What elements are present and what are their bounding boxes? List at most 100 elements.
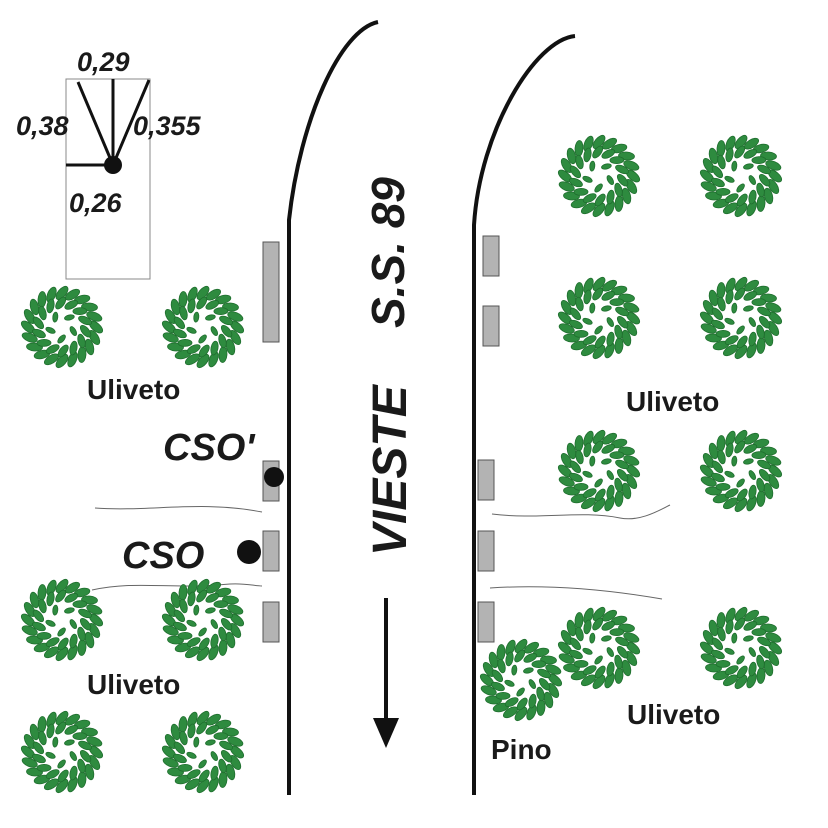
leaf (725, 619, 734, 635)
leaf (574, 282, 584, 299)
leaf (614, 337, 624, 354)
wind-diagram-box (65, 78, 151, 280)
leaf (64, 300, 79, 310)
leaf (725, 442, 734, 458)
leaf (743, 635, 754, 642)
leaf (748, 331, 757, 347)
leaf (734, 145, 746, 159)
leaf (606, 317, 615, 328)
leaf (77, 771, 87, 788)
leaf (601, 635, 612, 642)
leaf (592, 344, 606, 360)
leaf (734, 344, 748, 360)
leaf (205, 314, 216, 321)
leaf (592, 276, 606, 292)
trees (20, 134, 783, 794)
leaf (621, 187, 632, 205)
leaf (625, 320, 638, 337)
leaf (32, 316, 45, 330)
leaf (198, 769, 210, 783)
leaf (743, 305, 754, 312)
leaf (69, 765, 78, 781)
leaf (616, 468, 629, 482)
leaf (734, 674, 748, 690)
leaf (623, 160, 640, 171)
point-cso-label: CSO (122, 535, 204, 577)
olive-tree (557, 134, 641, 218)
leaf (736, 665, 748, 679)
leaf (763, 187, 774, 205)
leaf (717, 154, 726, 170)
leaf (734, 287, 746, 301)
leaf (29, 723, 40, 741)
leaf (623, 455, 640, 466)
leaf (582, 647, 593, 655)
leaf (52, 604, 59, 616)
leaf (724, 193, 739, 203)
leaf (609, 451, 625, 460)
barrier (477, 530, 495, 572)
leaf (614, 182, 623, 198)
leaf (86, 604, 103, 615)
leaf (21, 332, 38, 343)
leaf (736, 325, 745, 335)
leaf (229, 329, 242, 346)
leaf (573, 659, 589, 668)
leaf (178, 716, 188, 733)
leaf (594, 665, 606, 679)
leaf (734, 429, 748, 445)
leaf (743, 163, 754, 170)
leaf (765, 160, 782, 171)
leaf (218, 758, 227, 774)
leaf (700, 653, 717, 664)
leaf (582, 470, 593, 478)
leaf (170, 298, 181, 316)
leaf (205, 300, 220, 310)
leaf (543, 691, 554, 709)
leaf (568, 649, 583, 660)
leaf (724, 335, 739, 345)
barrier (262, 241, 280, 343)
leaf (210, 619, 219, 630)
leaf (179, 730, 188, 746)
leaf (55, 710, 69, 726)
leaf (609, 298, 625, 307)
leaf (606, 470, 615, 481)
leaf (724, 470, 735, 478)
leaf (569, 460, 582, 474)
leaf (724, 647, 735, 655)
leaf (495, 691, 511, 700)
leaf (178, 584, 188, 601)
leaf (37, 291, 47, 308)
leaf (715, 329, 731, 338)
leaf (594, 478, 603, 488)
leaf (218, 333, 227, 349)
leaf (573, 482, 589, 491)
leaf (173, 316, 186, 330)
leaf (218, 346, 228, 363)
leaf (558, 476, 575, 487)
leaf (64, 607, 75, 614)
leaf (31, 328, 46, 339)
wind-center-dot (104, 156, 122, 174)
leaf (731, 160, 738, 172)
leaf (756, 337, 766, 354)
leaf (220, 324, 233, 338)
leaf (711, 637, 724, 651)
leaf (219, 315, 234, 326)
leaf (700, 181, 717, 192)
leaf (736, 183, 745, 193)
point-cso-dot (237, 540, 261, 564)
leaf (31, 753, 46, 764)
leaf (46, 591, 55, 607)
leaf (79, 617, 92, 631)
leaf (69, 340, 78, 356)
leaf (536, 686, 545, 702)
leaf (196, 296, 208, 310)
leaf (538, 677, 551, 691)
leaf (229, 622, 242, 639)
leaf (187, 723, 196, 739)
leaf (69, 326, 78, 337)
label-uliveto-left-bottom: Uliveto (87, 669, 180, 700)
